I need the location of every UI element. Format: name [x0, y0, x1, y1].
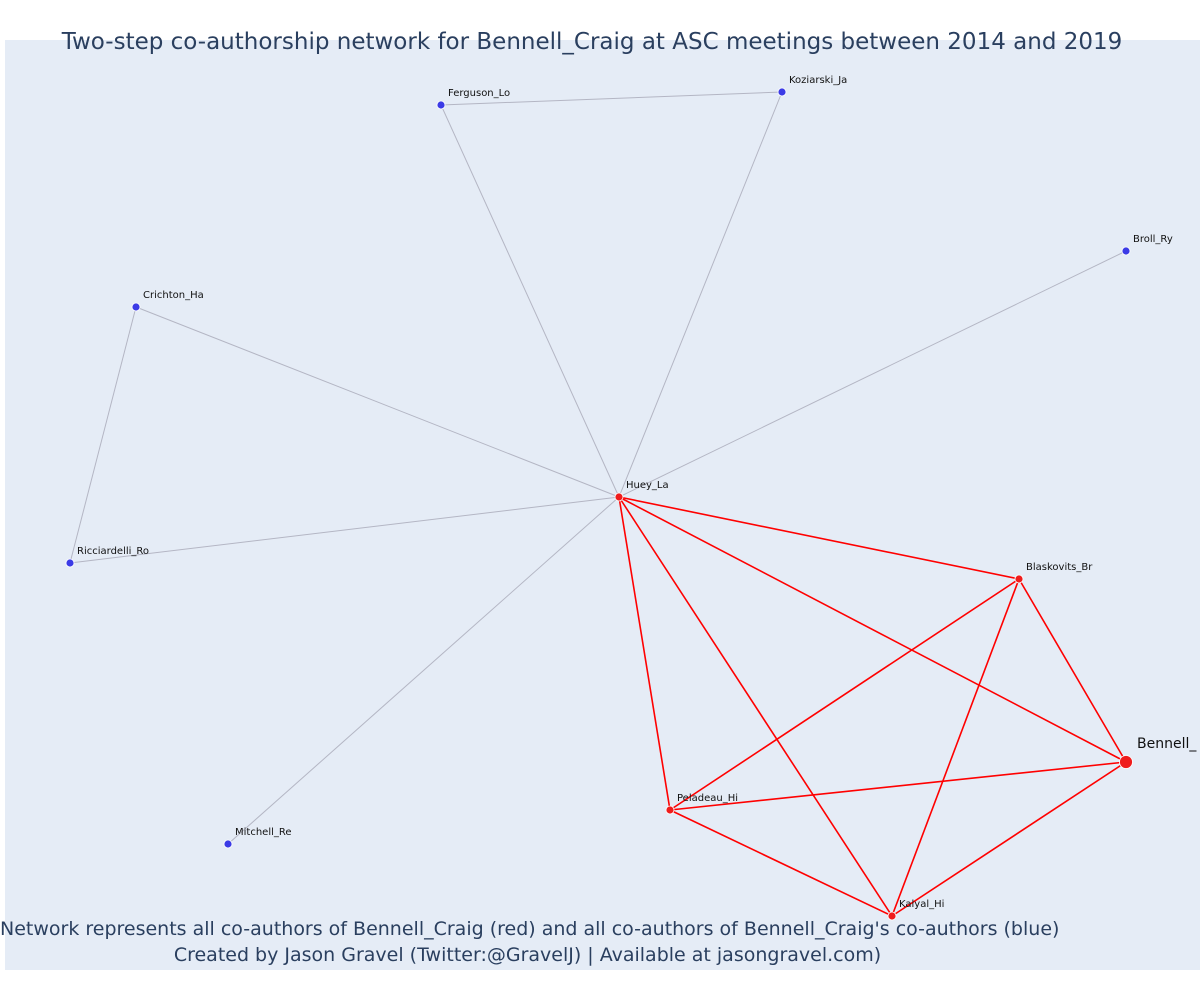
node-label-ricciardelli_ro: Ricciardelli_Ro — [77, 546, 149, 557]
node-ferguson_lo[interactable] — [436, 100, 446, 110]
edge-layer — [69, 91, 1127, 917]
node-blaskovits_br[interactable] — [1014, 574, 1024, 584]
chart-title: Two-step co-authorship network for Benne… — [61, 29, 1123, 55]
edge-huey_la-ricciardelli_ro — [69, 496, 620, 564]
edge-huey_la-bennell_craig — [618, 496, 1127, 763]
edge-huey_la-ferguson_lo — [440, 104, 620, 498]
edge-peladeau_hi-bennell_craig — [669, 761, 1127, 811]
node-mitchell_re[interactable] — [223, 839, 233, 849]
node-kalyal_hi[interactable] — [887, 911, 897, 921]
node-broll_ry[interactable] — [1121, 246, 1131, 256]
node-label-peladeau_hi: Peladeau_Hi — [677, 793, 738, 804]
plot-area — [5, 40, 1200, 970]
edge-crichton_ha-ricciardelli_ro — [69, 306, 137, 564]
edge-kalyal_hi-bennell_craig — [891, 761, 1127, 917]
edge-blaskovits_br-kalyal_hi — [891, 578, 1020, 917]
edge-huey_la-blaskovits_br — [618, 496, 1020, 580]
edge-huey_la-broll_ry — [618, 250, 1127, 498]
node-huey_la[interactable] — [614, 492, 624, 502]
node-peladeau_hi[interactable] — [665, 805, 675, 815]
edge-huey_la-crichton_ha — [135, 306, 620, 498]
edge-huey_la-peladeau_hi — [618, 496, 671, 811]
node-label-crichton_ha: Crichton_Ha — [143, 290, 204, 301]
edge-blaskovits_br-bennell_craig — [1018, 578, 1127, 763]
edge-ferguson_lo-koziarski_ja — [440, 91, 783, 106]
node-label-mitchell_re: Mitchell_Re — [235, 827, 292, 838]
footer-caption-line1: Network represents all co-authors of Ben… — [0, 918, 1060, 940]
label-layer: Bennell_Huey_LaBlaskovits_BrPeladeau_HiK… — [77, 75, 1197, 910]
node-koziarski_ja[interactable] — [777, 87, 787, 97]
node-label-kalyal_hi: Kalyal_Hi — [899, 899, 944, 910]
node-label-huey_la: Huey_La — [626, 480, 669, 491]
edge-huey_la-kalyal_hi — [618, 496, 893, 917]
node-ricciardelli_ro[interactable] — [65, 558, 75, 568]
node-label-koziarski_ja: Koziarski_Ja — [789, 75, 847, 86]
node-label-bennell_craig: Bennell_ — [1137, 736, 1197, 752]
edge-huey_la-koziarski_ja — [618, 91, 783, 498]
node-bennell_craig[interactable] — [1119, 755, 1133, 769]
node-layer — [65, 87, 1133, 921]
edge-huey_la-mitchell_re — [227, 496, 620, 845]
edge-peladeau_hi-kalyal_hi — [669, 809, 893, 917]
footer-caption-line2: Created by Jason Gravel (Twitter:@Gravel… — [173, 944, 882, 966]
node-label-blaskovits_br: Blaskovits_Br — [1026, 562, 1093, 573]
node-label-broll_ry: Broll_Ry — [1133, 234, 1173, 245]
node-crichton_ha[interactable] — [131, 302, 141, 312]
node-label-ferguson_lo: Ferguson_Lo — [448, 88, 510, 99]
edge-blaskovits_br-peladeau_hi — [669, 578, 1020, 811]
